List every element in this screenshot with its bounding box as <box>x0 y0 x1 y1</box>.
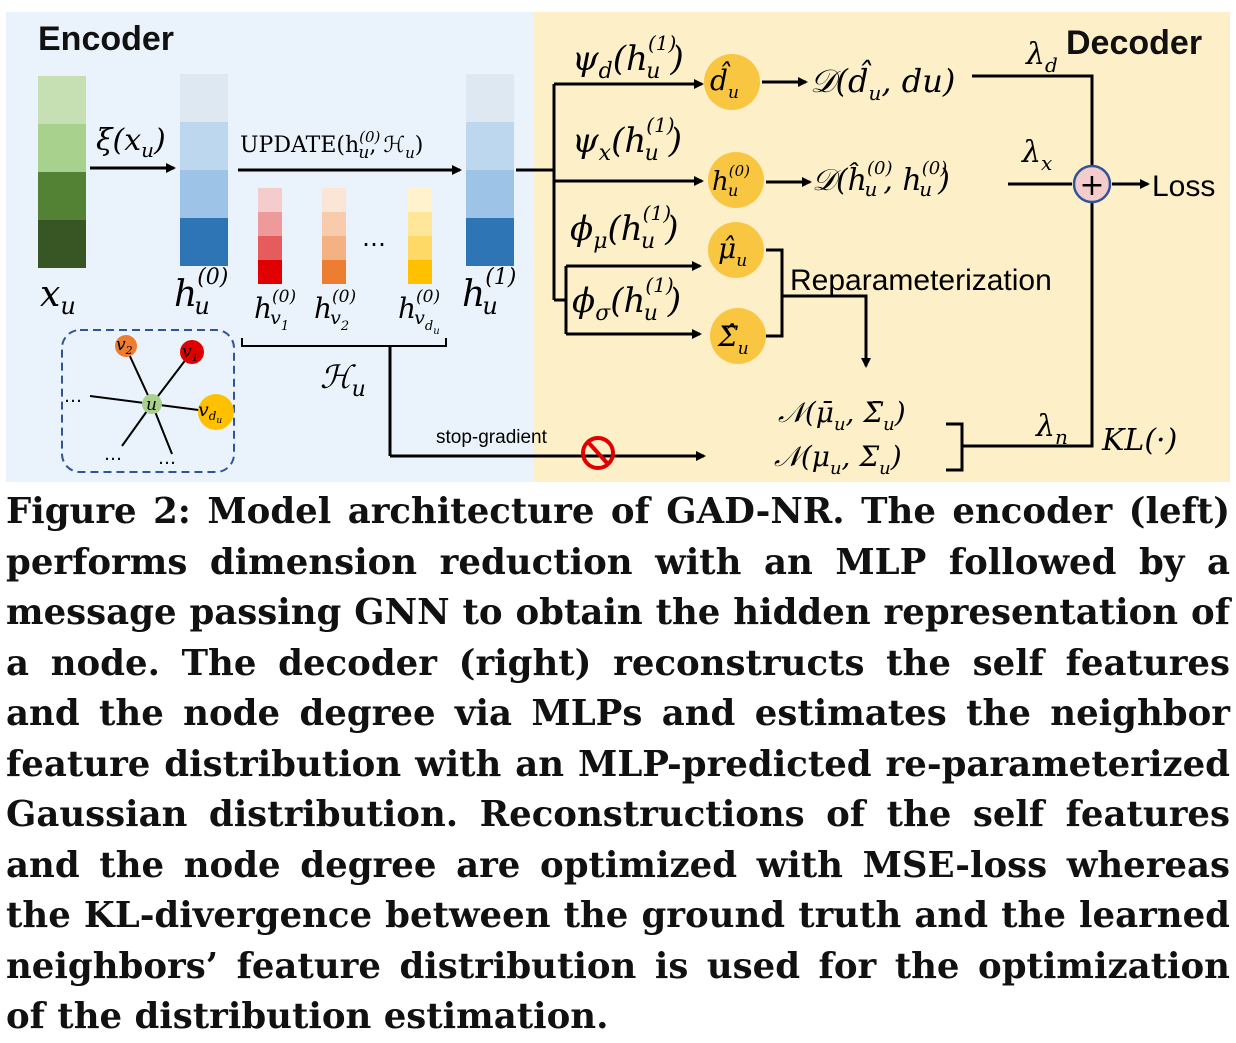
graph-box <box>61 329 235 473</box>
hvd-feature-stack <box>408 188 432 284</box>
normal-bar-label: 𝒩(μ̄u, Σ̄u) <box>778 396 906 435</box>
hv1-cell-3 <box>258 236 282 260</box>
mu-hat-label: μ̂u <box>718 232 747 271</box>
node-vd <box>198 394 234 430</box>
normal-bracket <box>946 422 964 472</box>
xi-label: ξ(xu) <box>96 123 166 162</box>
hvd-cell-3 <box>408 236 432 260</box>
phi-sigma-label: ϕσ(h(1)u) <box>572 273 681 326</box>
sum-node <box>1072 164 1112 204</box>
ego-graph <box>89 335 234 455</box>
h0-feature-stack <box>180 74 228 266</box>
hvd-cell-1 <box>408 188 432 212</box>
h1-cell-3 <box>466 170 514 218</box>
hvd-cell-2 <box>408 212 432 236</box>
node-v2 <box>115 335 137 357</box>
node-u-label: u <box>146 395 157 415</box>
plus-icon: + <box>1079 168 1104 203</box>
reparam-label: Reparameterization <box>790 264 1052 297</box>
hv2-cell-1 <box>322 188 346 212</box>
loss-label: Loss <box>1152 170 1215 203</box>
h-node <box>708 152 764 208</box>
hv2-label: h(0)v2 <box>314 287 356 334</box>
x-feature-stack <box>38 76 86 268</box>
psi-d-label: ψd(h(1)u) <box>572 31 684 84</box>
neighbors-label: ℋu <box>320 358 366 402</box>
x-cell-3 <box>38 172 86 220</box>
lambda-n-line <box>962 202 1094 448</box>
node-vd-label: vdu <box>198 399 222 426</box>
reparam-arrow <box>782 294 871 368</box>
hv2-cell-3 <box>322 236 346 260</box>
lambda-d-line <box>972 74 1094 166</box>
psi-x-label: ψx(h(1)u) <box>572 113 682 166</box>
caption-text: Model architecture of GAD-NR. The encode… <box>6 491 1230 1037</box>
node-v1-label: v1 <box>182 342 199 364</box>
hv1-cell-2 <box>258 212 282 236</box>
encoder-title: Encoder <box>38 20 175 58</box>
sigma-hat-node <box>710 308 766 364</box>
normal-label: 𝒩(μu, Σu) <box>774 440 902 479</box>
caption-label: Figure 2: <box>6 491 191 532</box>
d-hat-node <box>704 54 760 110</box>
h0-cell-3 <box>180 170 228 218</box>
x-label: xu <box>40 274 76 320</box>
stop-gradient-label: stop-gradient <box>436 427 548 448</box>
sigma-hat-label: Σ̂u <box>717 320 749 359</box>
h-node-label: h(0)u <box>712 162 750 200</box>
h1-label: h(1)u <box>462 265 516 320</box>
reparam-bracket <box>766 248 784 338</box>
h1-cell-4 <box>466 218 514 266</box>
architecture-diagram: xu ξ(xu) h(0)u UPDATE(h(0)u, ℋu) … h(0)v… <box>38 31 1215 479</box>
d-hat-label: d̂u <box>710 62 739 103</box>
graph-ellipsis-bottom-right: … <box>158 448 176 469</box>
decoder-panel <box>534 12 1230 482</box>
node-v2-label: v2 <box>116 335 133 357</box>
hv1-feature-stack <box>258 188 282 284</box>
neighbors-ellipsis: … <box>362 224 386 252</box>
node-v1 <box>180 340 204 364</box>
x-cell-4 <box>38 220 86 268</box>
kl-label: KL(·) <box>1101 423 1177 458</box>
hvd-label: h(0)vdu <box>398 287 440 337</box>
h1-cell-1 <box>466 74 514 122</box>
loss-d-label: 𝒟(d̂u, du) <box>810 59 955 105</box>
stop-sign-icon <box>581 436 615 470</box>
h0-cell-4 <box>180 218 228 266</box>
x-cell-2 <box>38 124 86 172</box>
graph-ellipsis-bottom-left: … <box>104 444 122 465</box>
h0-cell-2 <box>180 122 228 170</box>
lambda-n-label: λn <box>1035 409 1068 449</box>
h1-feature-stack <box>466 74 514 266</box>
node-u <box>142 394 162 414</box>
neighbors-bracket <box>241 338 447 347</box>
h0-label: h(0)u <box>174 265 228 320</box>
hv2-feature-stack <box>322 188 346 284</box>
lambda-x-label: λx <box>1021 135 1052 175</box>
loss-x-label: 𝒟(ĥ(0)u, h(0)u) <box>812 158 950 201</box>
decoder-title: Decoder <box>1066 24 1203 62</box>
h0-cell-1 <box>180 74 228 122</box>
figure-caption: Figure 2: Model architecture of GAD-NR. … <box>6 487 1230 1043</box>
update-label: UPDATE(h(0)u, ℋu) <box>240 128 423 163</box>
mu-hat-node <box>708 222 764 278</box>
h1-cell-2 <box>466 122 514 170</box>
hvd-cell-4 <box>408 260 432 284</box>
x-cell-1 <box>38 76 86 124</box>
hv2-cell-4 <box>322 260 346 284</box>
hv2-cell-2 <box>322 212 346 236</box>
graph-ellipsis-left: … <box>64 386 82 407</box>
hv1-label: h(0)v1 <box>254 287 296 334</box>
hv1-cell-4 <box>258 260 282 284</box>
hv1-cell-1 <box>258 188 282 212</box>
lambda-d-label: λd <box>1025 37 1058 77</box>
phi-mu-label: ϕμ(h(1)u) <box>570 201 678 254</box>
